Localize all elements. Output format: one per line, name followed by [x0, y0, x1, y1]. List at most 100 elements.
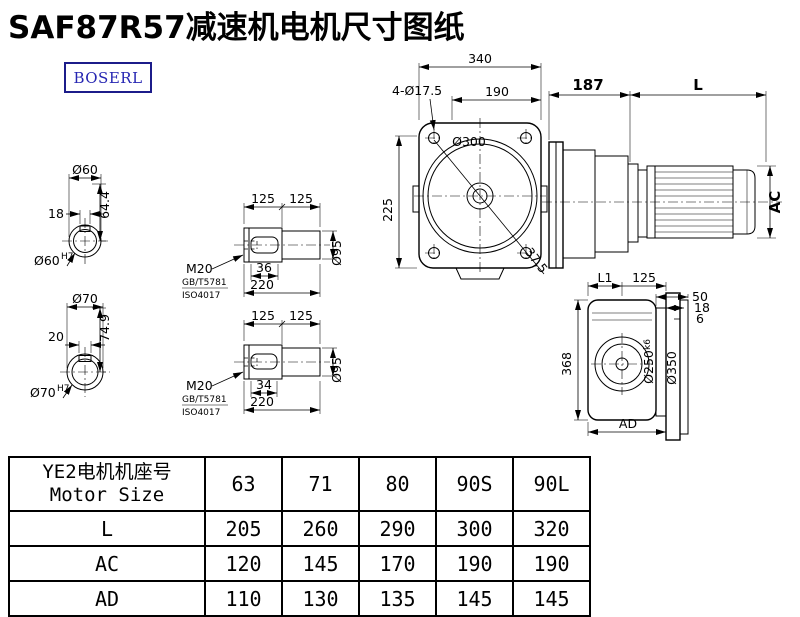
dim-shaft60-keyway-width: 18	[48, 206, 104, 224]
front-bolt-holes	[425, 129, 535, 262]
front-flange-circle-inner	[427, 143, 533, 249]
dim-rear-ad: AD	[587, 416, 667, 440]
view-shaft-stub-1: 125 125 36 220 Ø95 M20 GB/T5781 ISO4017	[182, 191, 344, 301]
dim-stub2-total: 220	[243, 381, 321, 414]
cell-AC-3: 190	[435, 545, 514, 582]
dim-front-center-height: 225	[380, 135, 417, 269]
page-title: SAF87R57减速机电机尺寸图纸	[8, 10, 465, 46]
side-adapter-ring-1	[627, 163, 639, 243]
dim-label-shaft60-bore: Ø60	[34, 253, 60, 268]
side-motor-fins	[655, 171, 733, 233]
dim-label-stub1-total: 220	[250, 277, 274, 292]
cell-AC-1: 145	[281, 545, 360, 582]
shaft70-bore-circle	[71, 358, 99, 386]
size-col-3: 90S	[435, 456, 514, 512]
header-motor-size-en: Motor Size	[49, 484, 165, 506]
stub2-keyway-slot	[250, 353, 278, 370]
dim-label-shaft60-keyway-height: 64.4	[97, 191, 112, 219]
dim-label-stub2-keylen: 34	[256, 377, 272, 392]
dim-shaft70-bore: Ø70 H7	[30, 384, 73, 400]
side-gear-housing-2	[594, 155, 629, 253]
dim-label-rear-d18: 18	[694, 300, 710, 315]
dim-stub2-dia: Ø95	[322, 347, 344, 383]
dim-label-stub2-total: 220	[250, 394, 274, 409]
dim-label-stub1-thread: M20	[186, 261, 213, 276]
dim-label-shaft60-dia: Ø60	[72, 162, 98, 177]
label-stub1-std2: ISO4017	[182, 291, 220, 301]
front-flange-circle-outer	[422, 138, 538, 254]
dim-label-rear-d6: 6	[696, 311, 704, 326]
row-label-AD: AD	[8, 580, 206, 617]
cell-AD-1: 130	[281, 580, 360, 617]
cell-L-0: 205	[204, 510, 283, 547]
stub1-keyway-slot	[250, 236, 279, 254]
label-stub2-std2: ISO4017	[182, 408, 220, 418]
table-row-AD: AD 110 130 135 145 145	[8, 580, 591, 617]
side-adapter-ring-2	[637, 169, 648, 238]
dim-rear-height: 368	[559, 299, 588, 421]
label-stub1-thread: M20 GB/T5781 ISO4017	[182, 254, 244, 301]
dim-front-overall-width: 340	[418, 51, 542, 120]
brand-logo: BOSERL	[64, 62, 152, 93]
dim-label-rear-l1: L1	[598, 270, 613, 285]
motor-size-table: YE2电机机座号 Motor Size 63 71 80 90S 90L L 2…	[8, 456, 591, 617]
dim-label-rear-spigot: Ø250	[641, 350, 656, 384]
view-shaft-bore-60: Ø60 18 64.4 Ø60 H7	[34, 162, 112, 268]
dim-shaft60-bore: Ø60 H7	[34, 252, 76, 268]
cell-AD-2: 135	[358, 580, 437, 617]
rear-circle-mid	[601, 343, 643, 385]
size-col-2: 80	[358, 456, 437, 512]
dim-label-rear-flange-offset: 125	[632, 270, 656, 285]
dim-label-stub2-seg-a: 125	[251, 308, 275, 323]
rear-flange-rim	[679, 299, 689, 435]
front-left-tab	[412, 185, 420, 213]
stub2-outline	[243, 344, 321, 380]
dim-label-side-motor-height: AC	[766, 191, 784, 214]
side-gear-housing-1	[562, 149, 596, 259]
dim-label-front-center-height: 225	[380, 198, 395, 222]
dim-stub2-lengths: 125 125	[243, 308, 321, 344]
dim-label-shaft70-dia: Ø70	[72, 291, 98, 306]
cell-L-3: 300	[435, 510, 514, 547]
view-side: 187 L AC	[542, 76, 784, 269]
dim-stub2-keylen: 34	[250, 377, 278, 397]
dim-side-gear-length: 187	[548, 76, 631, 162]
front-foot	[455, 267, 505, 280]
header-motor-size-cn: YE2电机机座号	[42, 461, 172, 484]
dim-shaft70-keyway-height: 74.9	[92, 307, 112, 373]
shaft70-keyway	[78, 355, 92, 362]
size-col-4: 90L	[512, 456, 591, 512]
dim-stub1-dia: Ø95	[322, 230, 344, 266]
view-shaft-bore-70: Ø70 20 74.9 Ø70 H7	[30, 291, 112, 400]
dim-stub1-keylen: 36	[250, 260, 279, 280]
label-stub2-std1: GB/T5781	[182, 395, 227, 405]
header-motor-size: YE2电机机座号 Motor Size	[8, 456, 206, 512]
dim-label-front-flange-dia: Ø300	[452, 134, 486, 149]
view-shaft-stub-2: 125 125 34 220 Ø95 M20 GB/T5781 ISO4017	[182, 308, 344, 418]
label-front-bolt-holes: 4-Ø17.5	[392, 83, 442, 131]
view-rear-flange: L1 125 50 18 6 368 Ø250 k6 Ø350	[559, 270, 710, 441]
dim-label-shaft70-bore-tol: H7	[57, 384, 70, 394]
shaft60-bore-circle	[73, 229, 97, 253]
dim-label-shaft70-bore: Ø70	[30, 385, 56, 400]
dim-label-stub2-thread: M20	[186, 378, 213, 393]
dim-rear-spigot: Ø250 k6	[641, 339, 656, 384]
view-front: 340 190 4-Ø17.5 Ø300 225 37.5	[380, 51, 551, 280]
side-motor-stator	[654, 165, 734, 239]
dim-label-stub2-dia: Ø95	[329, 357, 344, 383]
cell-AD-0: 110	[204, 580, 283, 617]
size-col-1: 71	[281, 456, 360, 512]
dim-shaft60-keyway-height: 64.4	[92, 183, 112, 242]
cell-AC-0: 120	[204, 545, 283, 582]
size-col-0: 63	[204, 456, 283, 512]
dim-label-front-width: 340	[468, 51, 492, 66]
dim-label-shaft70-keyway-width: 20	[48, 329, 64, 344]
table-row-AC: AC 120 145 170 190 190	[8, 545, 591, 582]
dim-label-stub1-keylen: 36	[256, 260, 272, 275]
front-right-tab	[540, 185, 548, 213]
dim-rear-flange-thickness: 50 18 6	[655, 289, 710, 326]
dim-side-motor-height: AC	[757, 165, 784, 239]
shaft60-keyway	[79, 225, 91, 232]
cell-L-4: 320	[512, 510, 591, 547]
cell-L-2: 290	[358, 510, 437, 547]
